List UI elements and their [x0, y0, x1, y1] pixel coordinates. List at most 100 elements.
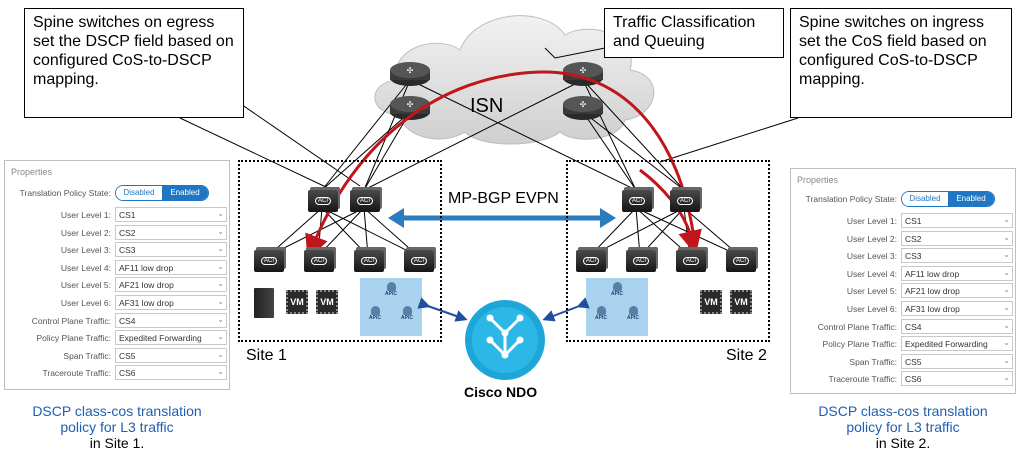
caption-line2: policy for L3 traffic	[60, 419, 174, 435]
chevron-down-icon: ⌄	[217, 261, 224, 271]
site1-box	[238, 160, 442, 342]
row-select[interactable]: AF11 low drop⌄	[901, 265, 1013, 281]
panel-row: Span Traffic:CS5⌄	[791, 353, 1015, 370]
row-select[interactable]: CS3⌄	[115, 242, 227, 258]
policy-state-toggle[interactable]: Disabled Enabled	[901, 191, 995, 207]
row-label: Control Plane Traffic:	[817, 321, 897, 332]
chevron-down-icon: ⌄	[1003, 373, 1010, 383]
spine-switch-icon: ACI	[670, 190, 700, 212]
spine-switch-icon: ACI	[308, 190, 338, 212]
row-select-value: CS2	[905, 233, 922, 244]
row-select[interactable]: CS6⌄	[115, 365, 227, 381]
row-select[interactable]: CS6 ⌄	[901, 371, 1013, 387]
chevron-down-icon: ⌄	[1003, 267, 1010, 277]
chevron-down-icon: ⌄	[1003, 250, 1010, 260]
row-select-value: CS5	[905, 356, 922, 367]
row-select[interactable]: CS1⌄	[115, 207, 227, 222]
svg-text:✣: ✣	[407, 100, 414, 109]
row-select-value: AF31 low drop	[119, 298, 174, 308]
chevron-down-icon: ⌄	[1003, 320, 1010, 330]
row-select[interactable]: AF21 low drop⌄	[115, 277, 227, 293]
row-label: Traceroute Traffic:	[42, 368, 112, 379]
person-icon	[612, 282, 622, 291]
row-select[interactable]: CS3⌄	[901, 248, 1013, 264]
row-select[interactable]: CS4 ⌄	[901, 318, 1013, 334]
panel-row: Policy Plane Traffic:Expedited Forwardin…	[5, 330, 229, 346]
aci-label: ACI	[260, 257, 277, 265]
row-label: Policy Plane Traffic:	[36, 333, 112, 344]
apic-icon: APIC	[398, 306, 416, 322]
isn-label: ISN	[470, 95, 504, 117]
apic-label: APIC	[385, 291, 397, 297]
aci-label: ACI	[632, 257, 649, 265]
row-select[interactable]: AF11 low drop⌄	[115, 259, 227, 275]
row-select[interactable]: CS4⌄	[115, 312, 227, 328]
row-select[interactable]: AF21 low drop ⌄	[901, 283, 1013, 299]
leaf-switch-icon: ACI	[304, 250, 334, 272]
properties-panel-site2: Properties Translation Policy State: Dis…	[790, 168, 1016, 394]
isn-links	[321, 79, 685, 191]
row-label: User Level 1:	[846, 216, 897, 226]
vm-label: VM	[734, 297, 748, 307]
caption-line3: in Site 1.	[89, 435, 145, 451]
aci-label: ACI	[410, 257, 427, 265]
ndo-link-site2	[542, 297, 590, 322]
toggle-enabled[interactable]: Enabled	[162, 186, 208, 200]
person-icon	[628, 306, 638, 315]
panel-row: Control Plane Traffic: CS4⌄	[5, 312, 229, 329]
person-icon	[596, 306, 606, 315]
svg-text:✣: ✣	[580, 66, 587, 75]
apic-label: APIC	[611, 291, 623, 297]
router-icon: ✣	[390, 62, 430, 86]
row-select-value: CS1	[905, 216, 922, 226]
panel-row: User Level 6: AF31 low drop ⌄	[791, 301, 1015, 317]
row-select-value: CS4	[905, 321, 922, 332]
aci-label: ACI	[676, 197, 693, 205]
row-select-value: CS3	[119, 245, 136, 256]
leaf-switch-icon: ACI	[576, 250, 606, 272]
panel-row: User Level 3:CS3⌄	[791, 248, 1015, 264]
caption-line1: DSCP class-cos translation	[32, 403, 202, 419]
policy-state-toggle[interactable]: Disabled Enabled	[115, 185, 209, 201]
chevron-down-icon: ⌄	[1003, 285, 1010, 295]
chevron-down-icon: ⌄	[1003, 303, 1010, 312]
toggle-disabled[interactable]: Disabled	[116, 186, 162, 200]
row-select[interactable]: CS1⌄	[901, 213, 1013, 228]
row-select-value: AF31 low drop	[905, 304, 960, 314]
caption-line2: policy for L3 traffic	[846, 419, 960, 435]
apic-icon: APIC	[366, 306, 384, 322]
chevron-down-icon: ⌄	[1003, 338, 1010, 348]
leaf-switch-icon: ACI	[676, 250, 706, 272]
row-select[interactable]: CS5⌄	[901, 353, 1013, 369]
row-select-value: CS6	[905, 374, 922, 385]
spine-switch-icon: ACI	[350, 190, 380, 212]
vm-icon: VM	[700, 290, 722, 314]
row-select[interactable]: AF31 low drop ⌄	[901, 301, 1013, 316]
row-label: User Level 6:	[846, 304, 897, 314]
vm-label: VM	[704, 297, 718, 307]
row-select[interactable]: CS2⌄	[901, 230, 1013, 246]
row-select[interactable]: Expedited Forwarding⌄	[901, 336, 1013, 352]
row-select[interactable]: AF31 low drop⌄	[115, 295, 227, 310]
row-select[interactable]: CS2⌄	[115, 224, 227, 240]
row-select-value: AF21 low drop	[905, 286, 960, 297]
row-select-value: CS5	[119, 350, 136, 361]
row-label: Span Traffic:	[63, 350, 111, 361]
policy-state-row: Translation Policy State: Disabled Enabl…	[5, 185, 229, 201]
panel-row: User Level 4:AF11 low drop⌄	[791, 265, 1015, 282]
row-label: Control Plane Traffic:	[31, 315, 111, 326]
row-label: User Level 6:	[60, 298, 111, 308]
vm-icon: VM	[286, 290, 308, 314]
cisco-ndo-label: Cisco NDO	[464, 384, 538, 400]
panel-row: Traceroute Traffic:CS6⌄	[791, 371, 1015, 387]
ndo-link-site1	[417, 297, 468, 322]
toggle-disabled[interactable]: Disabled	[902, 192, 948, 206]
row-select[interactable]: Expedited Forwarding⌄	[115, 330, 227, 346]
apic-label: APIC	[369, 315, 381, 321]
apic-icon: APIC	[592, 306, 610, 322]
leaf-switch-icon: ACI	[404, 250, 434, 272]
leaf-switch-icon: ACI	[354, 250, 384, 272]
row-select[interactable]: CS5⌄	[115, 347, 227, 363]
toggle-enabled[interactable]: Enabled	[948, 192, 994, 206]
aci-label: ACI	[314, 197, 331, 205]
